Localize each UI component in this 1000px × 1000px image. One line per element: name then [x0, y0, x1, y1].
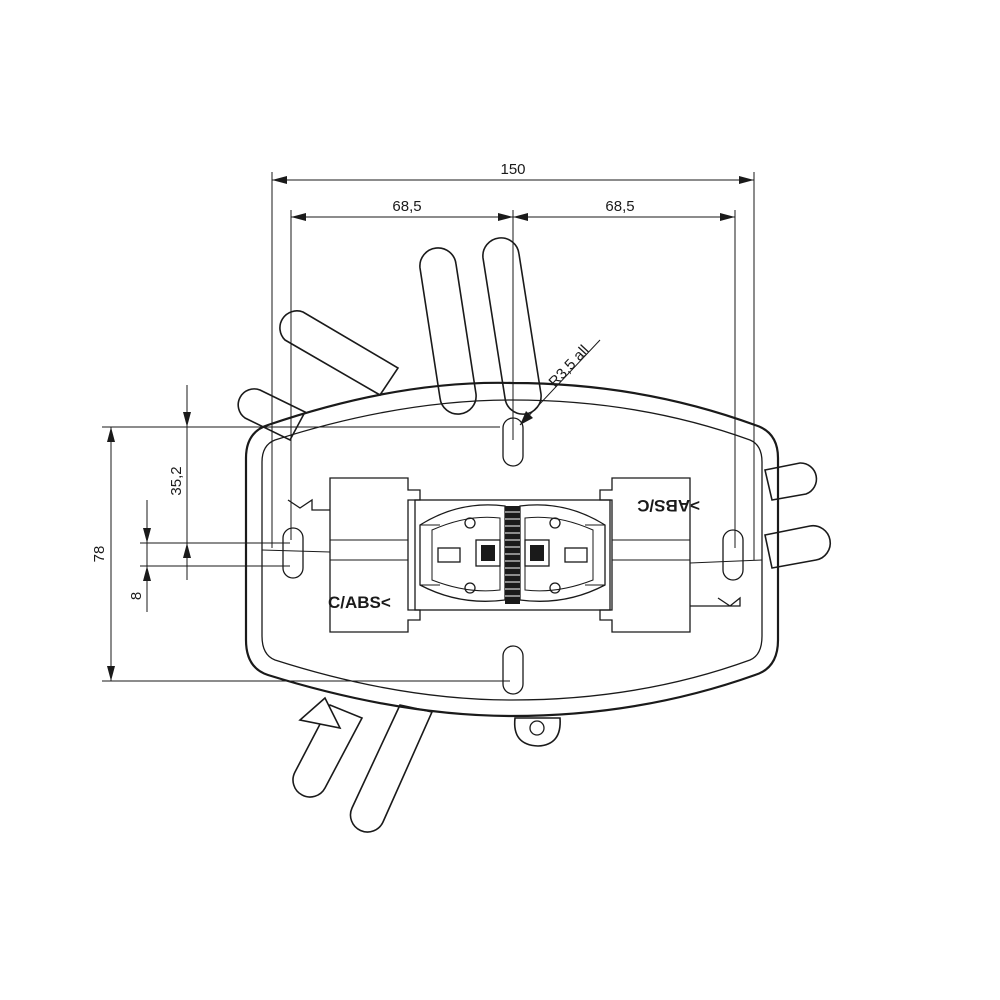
mechanism-inner-right	[524, 516, 594, 592]
wire-right-2	[764, 524, 832, 569]
dim-radius-label: R3,5 all	[545, 342, 592, 391]
mechanism-frame	[414, 499, 611, 611]
dim-overall-height	[102, 426, 510, 682]
side-contact-left	[437, 547, 461, 563]
marking-right: >ABS/C	[637, 496, 700, 515]
housing-rim-right	[689, 559, 763, 564]
mounting-slots	[282, 417, 744, 695]
wires-right	[764, 462, 832, 569]
slot-bottom	[502, 645, 524, 695]
terminal-screw-left	[475, 539, 501, 567]
contact-block-left	[329, 477, 421, 633]
housing-inner	[261, 399, 763, 701]
contact-point-3	[464, 582, 476, 594]
contact-point-2	[549, 517, 561, 529]
wire-top-1	[419, 247, 477, 415]
marking-left: C/ABS<	[328, 593, 391, 612]
latch-right	[690, 596, 741, 607]
contact-point-4	[549, 582, 561, 594]
wire-bottom-3	[298, 696, 342, 730]
housing	[244, 381, 780, 718]
spring-ticks	[505, 511, 520, 597]
dim-overall-width	[271, 172, 755, 560]
side-contact-right	[564, 547, 588, 563]
dim-hole-spacing	[290, 210, 736, 548]
wires-top	[237, 237, 542, 442]
wire-top-2	[482, 237, 542, 415]
housing-outer	[244, 381, 780, 718]
wire-bottom-1	[292, 703, 364, 798]
switch-mechanism	[414, 499, 611, 611]
dim-height-35-2	[140, 385, 290, 580]
slot-right	[722, 529, 744, 581]
dim-radius-leader	[519, 339, 601, 426]
dim-slot-height	[140, 500, 290, 612]
contact-point-1	[464, 517, 476, 529]
terminal-screw-right	[524, 539, 550, 567]
dim-slot-height-label: 8	[128, 592, 145, 600]
dim-left-spacing-label: 68,5	[392, 198, 421, 215]
dim-overall-height-label: 78	[91, 546, 108, 563]
dim-overall-width-label: 150	[500, 161, 525, 178]
spring-column	[505, 506, 520, 604]
wires-bottom	[292, 696, 561, 833]
cable-gland-core	[529, 720, 545, 736]
housing-rim-left	[261, 549, 331, 553]
wire-left-1	[279, 310, 400, 397]
latch-left	[287, 498, 330, 511]
cable-gland	[513, 717, 561, 747]
slot-left	[282, 527, 304, 579]
mechanism-inner-left	[431, 516, 501, 592]
dim-height-35-2-label: 35,2	[168, 466, 185, 495]
dim-right-spacing-label: 68,5	[605, 198, 634, 215]
wire-right-1	[764, 462, 818, 501]
wire-bottom-2	[349, 704, 434, 833]
